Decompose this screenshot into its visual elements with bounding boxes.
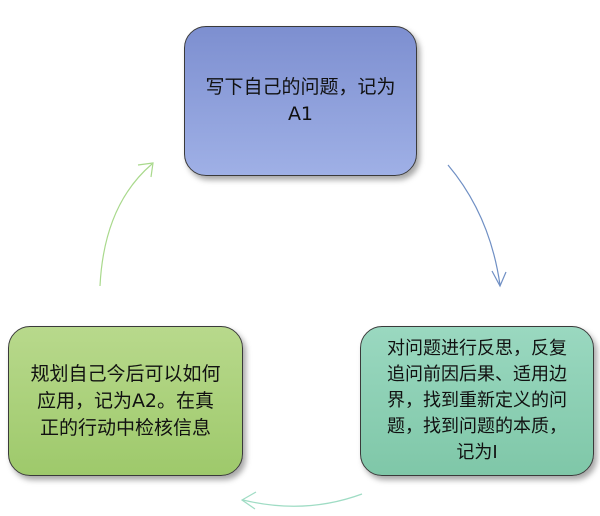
node-i-line: 界，找到重新定义的问 [387, 390, 567, 411]
node-a2-line: 规划自己今后可以如何 [30, 362, 221, 385]
arrow-a1-to-i [447, 164, 501, 286]
node-i-line: 追问前因后果、适用边 [387, 364, 567, 385]
node-a2-line: 正的行动中检核信息 [39, 416, 211, 439]
node-a1-line: A1 [287, 103, 314, 125]
node-i-line: 题，找到问题的本质， [387, 416, 567, 437]
node-i-line: 对问题进行反思，反复 [387, 338, 567, 359]
node-i-line: 记为I [456, 442, 498, 463]
node-a2-plan-application: 规划自己今后可以如何 应用，记为A2。在真 正的行动中检核信息 [8, 326, 243, 476]
node-a1-line: 写下自己的问题，记为 [205, 76, 396, 98]
node-a2-line: 应用，记为A2。在真 [36, 389, 215, 412]
node-a1-write-question: 写下自己的问题，记为 A1 [184, 26, 417, 176]
arrow-a2-to-a1 [99, 163, 153, 287]
arrowhead-a2-to-a1 [137, 162, 154, 178]
arrowhead-i-to-a2 [240, 491, 257, 510]
arrowhead-a1-to-i [491, 270, 507, 288]
node-i-reflect: 对问题进行反思，反复 追问前因后果、适用边 界，找到重新定义的问 题，找到问题的… [360, 326, 594, 476]
arrow-i-to-a2 [242, 493, 363, 507]
